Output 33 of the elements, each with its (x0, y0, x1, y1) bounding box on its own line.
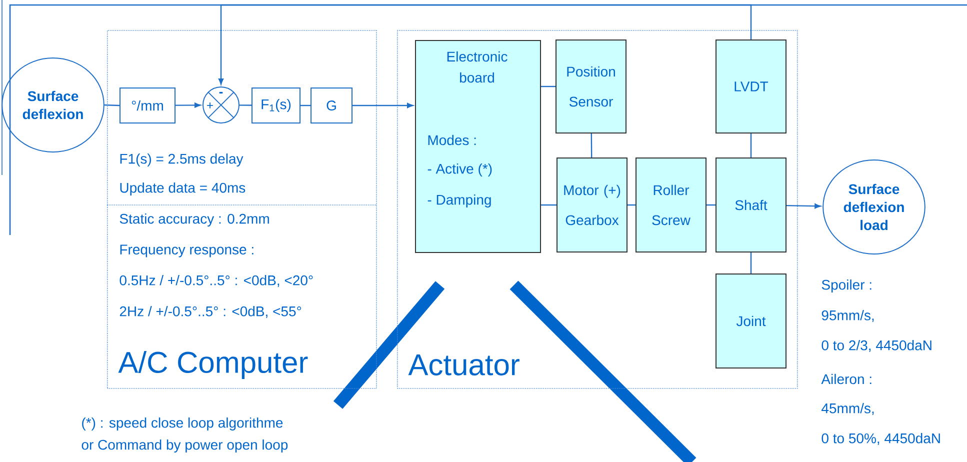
component-box: LVDT (716, 40, 786, 134)
component-box: Roller Screw (636, 158, 706, 252)
connector (628, 204, 636, 206)
connector (352, 102, 414, 108)
spec-heading: Spoiler : (822, 279, 872, 293)
connector (590, 133, 592, 158)
footnote: (*) : speed close loop algorithme (82, 417, 283, 430)
summing-junction: + - (202, 86, 240, 124)
connector (541, 204, 556, 206)
spec-text: 45mm/s, (822, 403, 874, 415)
spec-heading: Aileron : (821, 374, 872, 384)
component-box: Position Sensor (556, 40, 626, 134)
spec-text: 0 to 2/3, 4450daN (822, 340, 932, 352)
connector (176, 102, 201, 108)
connector (750, 134, 752, 158)
spec-text: 0 to 50%, 4450daN (822, 433, 940, 445)
board-box: Electronic board Modes : - Active (*) - Damping (415, 40, 541, 253)
connector (218, 4, 752, 85)
connector (240, 104, 252, 106)
footnote: or Command by power open loop (82, 439, 288, 452)
component-box: Motor (+) Gearbox (556, 158, 628, 252)
block-box: G (310, 88, 352, 124)
block-box: °/mm (120, 88, 176, 124)
spec-text: 95mm/s, (822, 310, 874, 322)
block-box: F$_{1}$(s) (252, 88, 300, 124)
component-box: Shaft (716, 158, 786, 252)
connector (786, 203, 821, 209)
connector (750, 252, 752, 274)
connector (300, 104, 310, 106)
connector (541, 86, 556, 88)
connector (706, 204, 716, 206)
connector (104, 104, 120, 106)
component-box: Joint (716, 274, 786, 368)
